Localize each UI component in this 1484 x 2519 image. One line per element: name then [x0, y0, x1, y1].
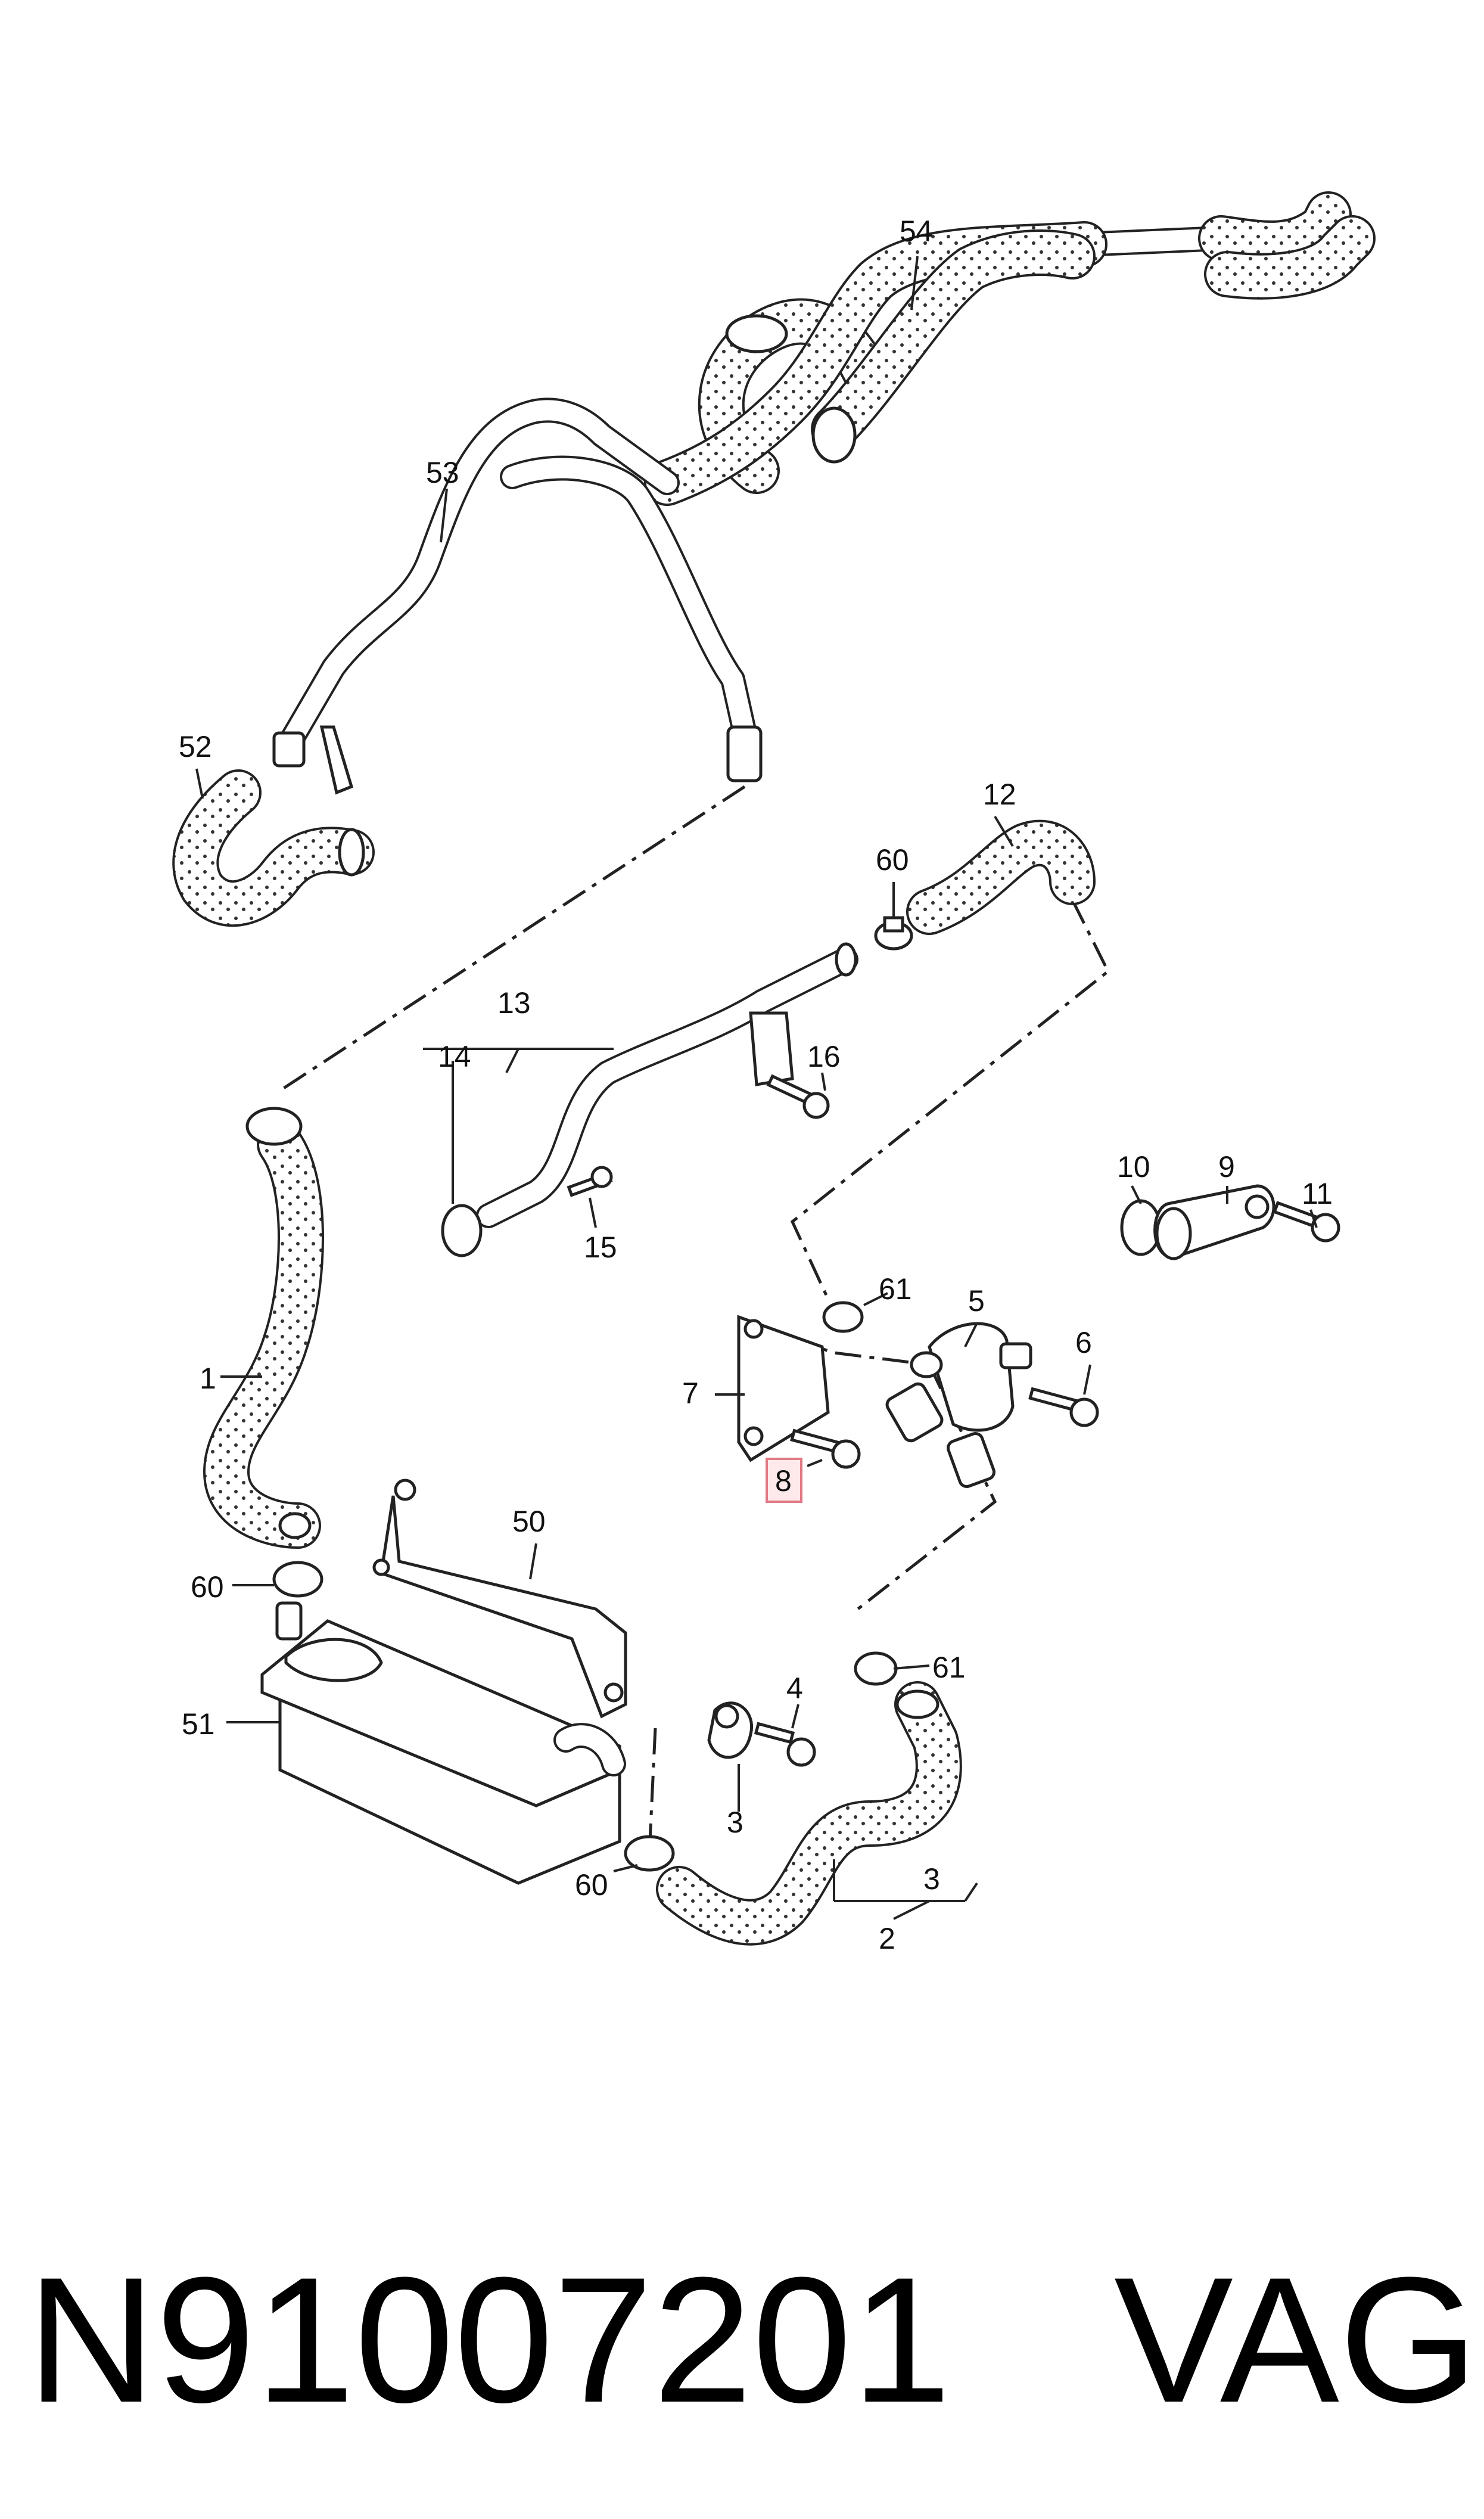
hose-clamp-61-upper: [822, 1301, 864, 1333]
hose-clamp-60-lower: [624, 1835, 675, 1872]
clip-3: [707, 1701, 753, 1759]
callout-8: 8: [775, 1464, 792, 1498]
bolt-16: [766, 1074, 830, 1119]
bracket-7: [737, 1315, 830, 1462]
callout-60-top: 60: [876, 843, 909, 877]
o-ring-14: [441, 1204, 483, 1257]
callout-60-middle: 60: [191, 1570, 224, 1604]
callout-15: 15: [584, 1231, 617, 1264]
flange-9: [1153, 1184, 1275, 1260]
callout-3-group: 3: [923, 1862, 940, 1896]
callout-9: 9: [1218, 1150, 1235, 1184]
callout-6: 6: [1075, 1326, 1092, 1359]
bolt-6: [1028, 1387, 1099, 1427]
hose-clamp-61-lower: [854, 1651, 898, 1686]
callout-13: 13: [497, 986, 531, 1020]
callout-53: 53: [426, 456, 459, 489]
callout-16: 16: [807, 1040, 841, 1073]
coolant-pipe-53: [272, 397, 763, 795]
callout-labels: 54 53 52 12 60 13 14 16 15 1 10 9 11 61 …: [179, 215, 1333, 1955]
oil-cooler-51: [260, 1601, 626, 1885]
bracket-50: [372, 1479, 627, 1719]
callout-5: 5: [968, 1284, 985, 1318]
callout-10: 10: [1117, 1150, 1150, 1184]
callout-14: 14: [438, 1040, 471, 1073]
callout-61-upper: 61: [879, 1272, 912, 1306]
callout-7: 7: [682, 1377, 699, 1410]
callout-50: 50: [512, 1505, 546, 1538]
bolt-8: [790, 1428, 861, 1469]
callout-12: 12: [983, 778, 1016, 811]
callout-52: 52: [179, 730, 212, 763]
callout-54: 54: [900, 215, 933, 248]
bolt-11: [1273, 1201, 1340, 1243]
hose-2: [656, 1681, 962, 1946]
brand-caption: VAG: [1114, 2240, 1478, 2440]
hose-52: [172, 769, 375, 927]
callout-51: 51: [182, 1707, 215, 1741]
callout-61-lower: 61: [932, 1651, 966, 1684]
hose-assembly-54: [644, 191, 1376, 506]
callout-11: 11: [1302, 1177, 1333, 1210]
bolt-4: [754, 1722, 816, 1767]
bolt-15: [567, 1166, 613, 1197]
highlight-box-8: [766, 1458, 802, 1503]
callout-3-clip: 3: [727, 1806, 743, 1839]
callout-2: 2: [879, 1922, 895, 1955]
part-number-caption: N91007201: [27, 2240, 951, 2440]
thermostat-housing-5: [885, 1322, 1032, 1488]
callout-4: 4: [786, 1672, 803, 1705]
callout-60-lower: 60: [575, 1868, 608, 1902]
callout-1: 1: [200, 1362, 216, 1395]
hose-clamp-60-middle: [272, 1561, 323, 1598]
leader-lines: [195, 256, 1318, 1920]
hose-clamp-60-upper: [874, 916, 913, 951]
hose-1: [203, 1107, 324, 1549]
coolant-pipe-13: [476, 942, 858, 1228]
hose-12: [906, 819, 1096, 935]
